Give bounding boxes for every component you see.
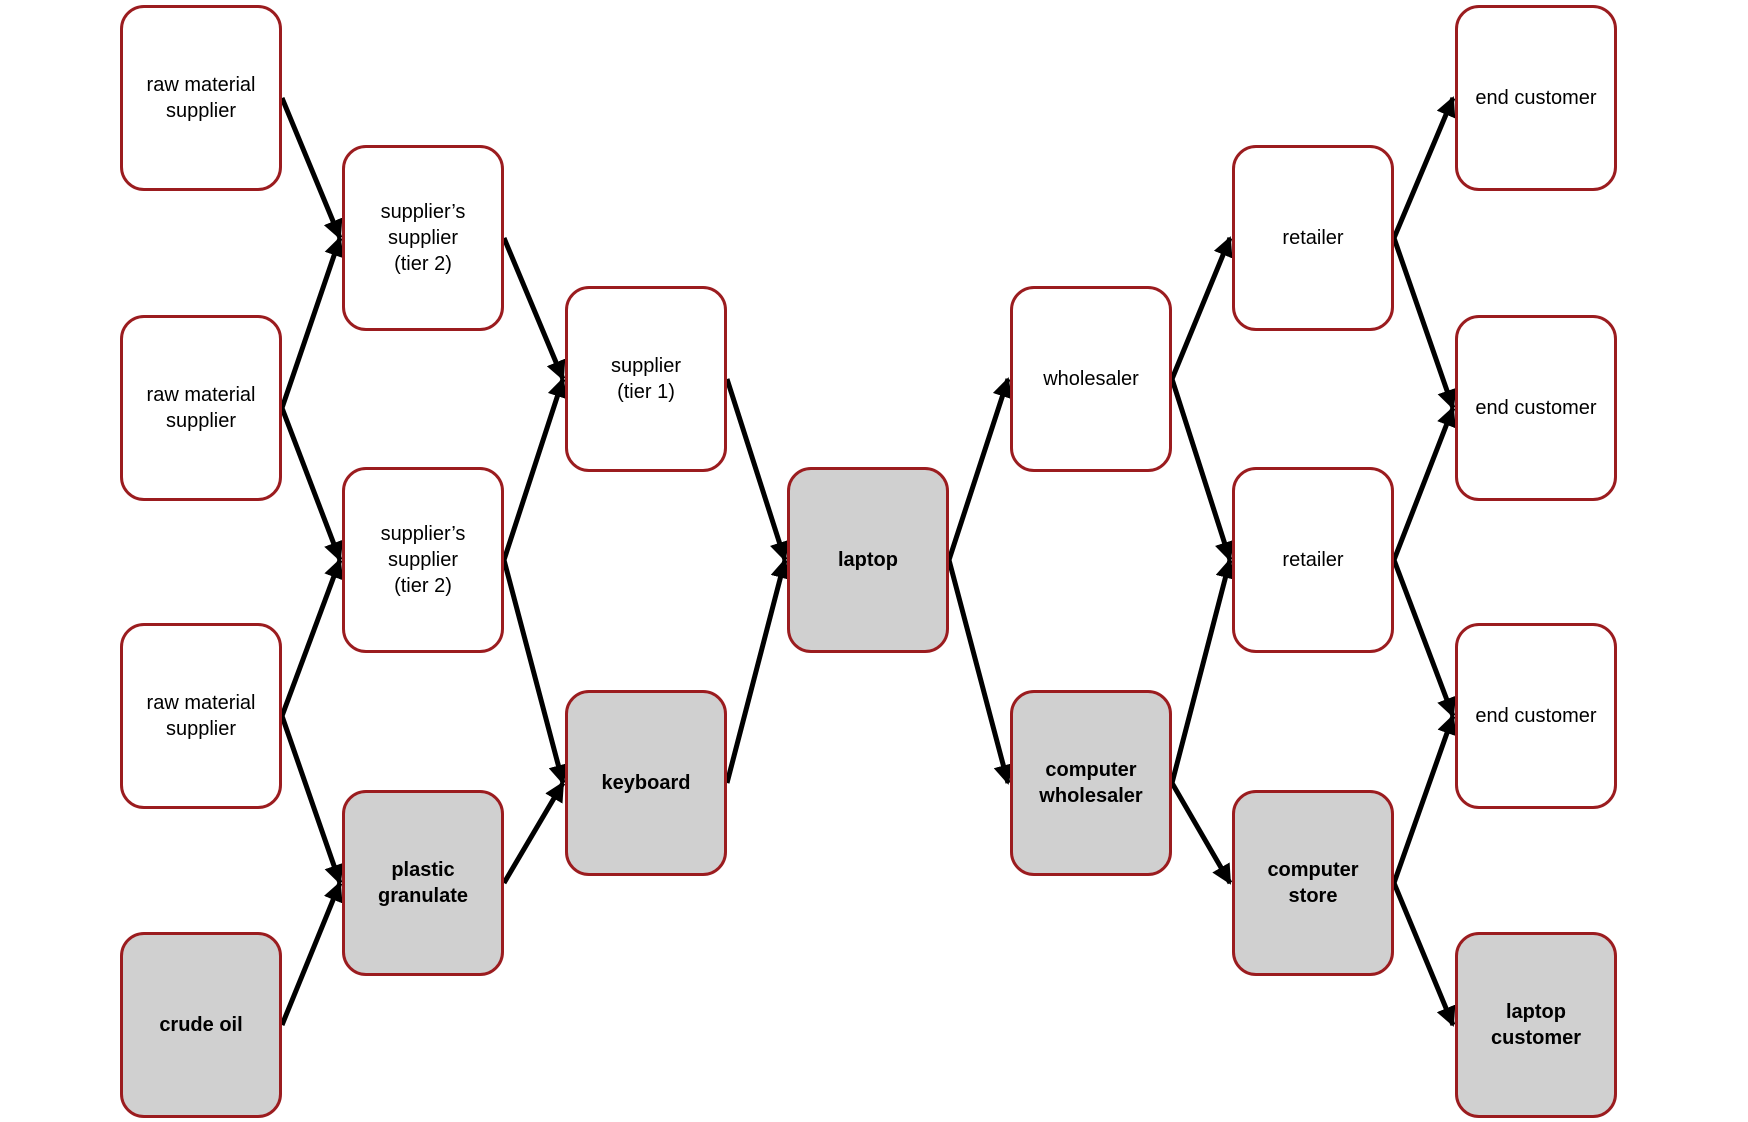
arrow-compwh-to-ret2	[1169, 558, 1236, 784]
suppliers-supplier-tier2-2: supplier’s supplier (tier 2)	[342, 467, 504, 653]
arrow-rms3-to-plastic	[279, 715, 344, 885]
arrow-ret1-to-ec2	[1391, 237, 1457, 410]
plastic-granulate-node: plastic granulate	[342, 790, 504, 976]
end-customer-3: end customer	[1455, 623, 1617, 809]
computer-store-node: computer store	[1232, 790, 1394, 976]
arrow-compstore-to-ec3	[1391, 714, 1457, 884]
arrow-ss1-to-sup1	[501, 237, 566, 381]
arrow-compwh-to-compstore	[1169, 781, 1233, 885]
keyboard-node: keyboard	[565, 690, 727, 876]
arrow-ret2-to-ec3	[1391, 559, 1456, 718]
arrow-rms3-to-ss2	[279, 558, 344, 717]
suppliers-supplier-tier2-1: supplier’s supplier (tier 2)	[342, 145, 504, 331]
arrow-laptop-to-wholesaler	[946, 377, 1012, 561]
raw-material-supplier-1: raw material supplier	[120, 5, 282, 191]
crude-oil-node: crude oil	[120, 932, 282, 1118]
arrow-keyboard-to-laptop	[724, 558, 791, 784]
end-customer-1: end customer	[1455, 5, 1617, 191]
arrow-compstore-to-lapcust	[1391, 882, 1456, 1027]
raw-material-supplier-3: raw material supplier	[120, 623, 282, 809]
arrow-ss2-to-sup1	[501, 377, 567, 561]
arrow-rms2-to-ss2	[279, 407, 343, 562]
arrow-laptop-to-compwh	[946, 559, 1014, 785]
computer-wholesaler-node: computer wholesaler	[1010, 690, 1172, 876]
arrow-ss2-to-keyboard	[501, 559, 569, 785]
end-customer-2: end customer	[1455, 315, 1617, 501]
wholesaler-node: wholesaler	[1010, 286, 1172, 472]
retailer-2: retailer	[1232, 467, 1394, 653]
arrow-ret2-to-ec2	[1391, 406, 1456, 561]
laptop-customer-node: laptop customer	[1455, 932, 1617, 1118]
arrow-ret1-to-ec1	[1391, 96, 1456, 239]
arrow-rms2-to-ss1	[279, 236, 344, 409]
arrow-plastic-to-keyboard	[501, 781, 566, 885]
raw-material-supplier-2: raw material supplier	[120, 315, 282, 501]
supplier-tier1: supplier (tier 1)	[565, 286, 727, 472]
arrow-crude-to-plastic	[279, 881, 343, 1026]
arrow-wholesaler-to-ret1	[1169, 236, 1233, 380]
arrow-rms1-to-ss1	[279, 97, 343, 240]
laptop-node: laptop	[787, 467, 949, 653]
retailer-1: retailer	[1232, 145, 1394, 331]
arrow-wholesaler-to-ret2	[1169, 378, 1235, 562]
arrow-sup1-to-laptop	[724, 378, 790, 562]
